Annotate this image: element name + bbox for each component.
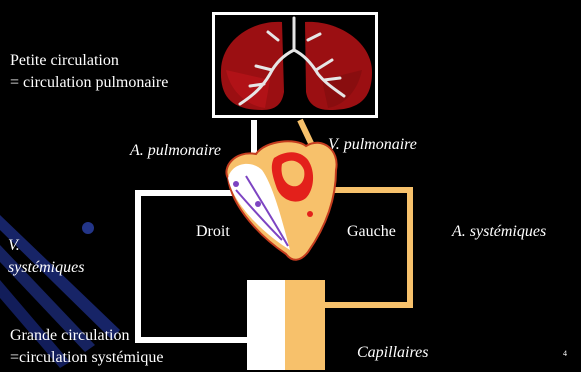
grande-circulation-label: Grande circulation =circulation systémiq… — [8, 325, 165, 369]
v-pulmonaire-label: V. pulmonaire — [328, 135, 417, 155]
v-systemiques-line1: V. — [8, 235, 84, 257]
a-systemiques-label: A. systémiques — [452, 222, 546, 242]
lungs-image — [212, 12, 378, 118]
petite-circulation-line2: = circulation pulmonaire — [10, 72, 168, 94]
a-pulmonaire-label: A. pulmonaire — [130, 141, 221, 161]
gauche-label: Gauche — [347, 222, 396, 242]
heart-icon — [226, 141, 336, 259]
v-systemiques-label: V. systémiques — [6, 235, 86, 279]
petite-circulation-line1: Petite circulation — [10, 50, 168, 72]
grande-circulation-line1: Grande circulation — [10, 325, 163, 347]
droit-label: Droit — [196, 222, 230, 242]
capillaries-block — [247, 280, 325, 370]
v-systemiques-line2: systémiques — [8, 257, 84, 279]
petite-circulation-label: Petite circulation = circulation pulmona… — [8, 50, 170, 94]
capillaires-label: Capillaires — [357, 343, 428, 363]
grande-circulation-line2: =circulation systémique — [10, 347, 163, 369]
slide-number: 4 — [563, 349, 567, 359]
